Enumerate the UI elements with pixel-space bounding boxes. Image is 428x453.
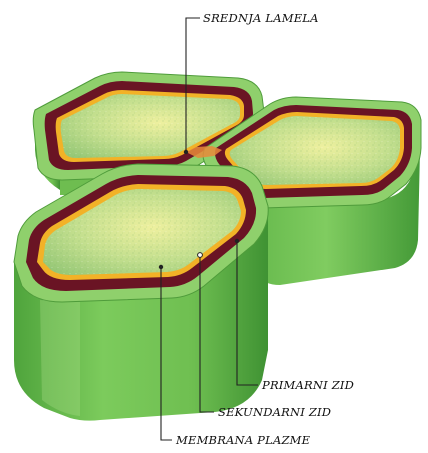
cell-front-sheen bbox=[40, 300, 80, 416]
leader-primary-wall-dot bbox=[235, 239, 239, 243]
label-middle-lamella: SREDNJA LAMELA bbox=[203, 11, 319, 25]
label-primary-wall: PRIMARNI ZID bbox=[261, 378, 354, 392]
leader-plasma-membrane-dot bbox=[159, 265, 163, 269]
label-plasma-membrane: MEMBRANA PLAZME bbox=[175, 433, 311, 447]
leader-middle-lamella-dot bbox=[184, 150, 188, 154]
leader-secondary-wall-dot bbox=[198, 253, 203, 258]
cell-front bbox=[14, 164, 268, 421]
label-secondary-wall: SEKUNDARNI ZID bbox=[218, 405, 331, 419]
